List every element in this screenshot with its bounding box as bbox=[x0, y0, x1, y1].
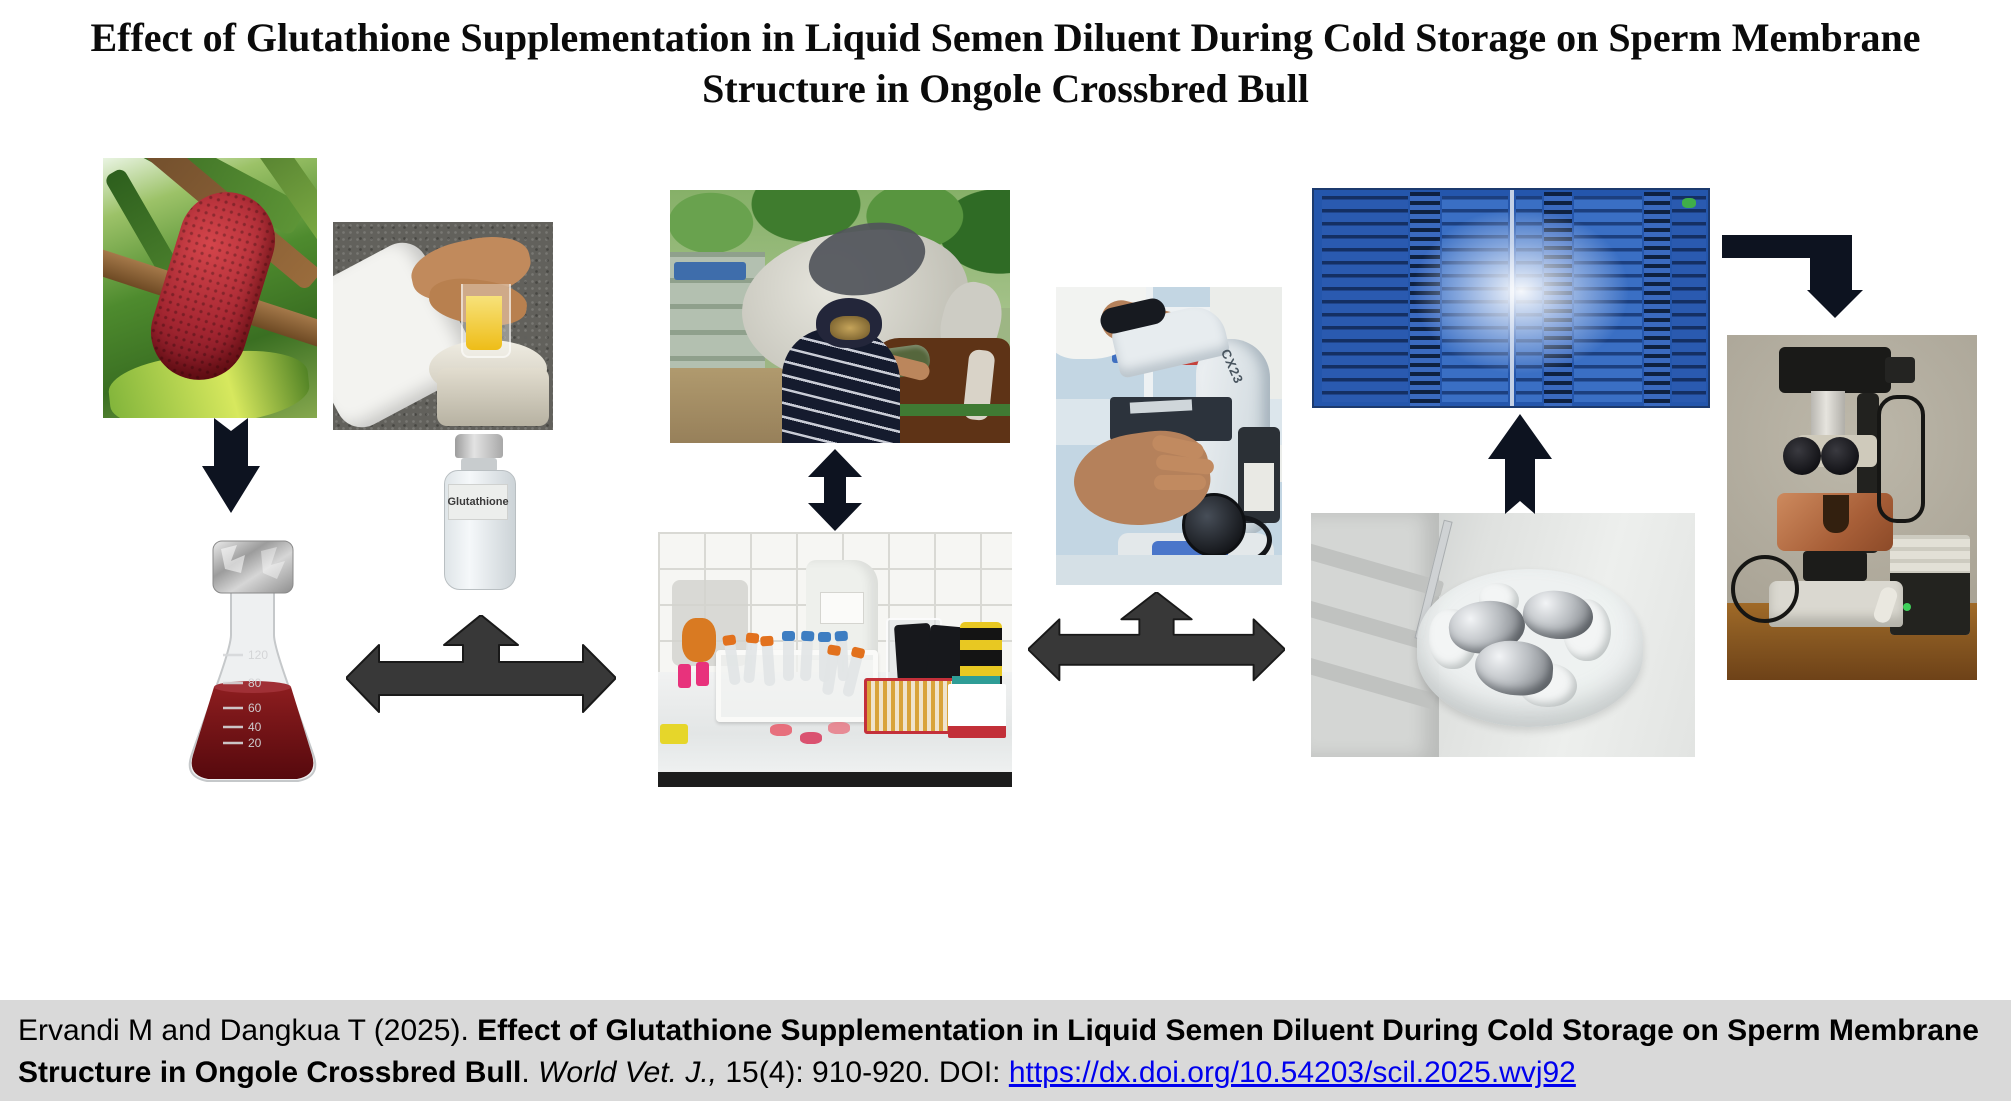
test-tube-rack bbox=[716, 630, 878, 722]
eyepiece bbox=[1783, 437, 1821, 475]
blue-cap bbox=[834, 630, 849, 642]
fluorescence-microscope-photo bbox=[1727, 335, 1977, 680]
diluent-flask-photo: 120 80 60 40 20 bbox=[165, 535, 340, 797]
test-tube bbox=[818, 632, 831, 682]
indicator-light bbox=[1903, 603, 1911, 611]
graduation-80: 80 bbox=[248, 676, 262, 690]
semen-collection-photo bbox=[670, 190, 1010, 443]
refrigerator-photo bbox=[1311, 513, 1695, 757]
citation-separator: . bbox=[521, 1056, 539, 1089]
orange-cap bbox=[850, 646, 866, 660]
condenser-assembly bbox=[1803, 551, 1867, 581]
graduation-ticks bbox=[223, 653, 243, 745]
page-title: Effect of Glutathione Supplementation in… bbox=[0, 12, 2011, 114]
test-tube bbox=[799, 630, 815, 682]
pack-label bbox=[1244, 463, 1274, 511]
vial-cap bbox=[455, 434, 503, 458]
cx23-microscope-photo: CX23 bbox=[1056, 287, 1282, 585]
graduation-40: 40 bbox=[248, 720, 262, 734]
orange-cap bbox=[722, 634, 737, 647]
sample-bag bbox=[828, 722, 850, 734]
lab-bench-photo bbox=[658, 532, 1012, 787]
test-tube bbox=[743, 632, 760, 684]
graduation-20: 20 bbox=[248, 736, 262, 750]
blue-truck bbox=[674, 262, 746, 280]
doi-link[interactable]: https://dx.doi.org/10.54203/scil.2025.wv… bbox=[1008, 1056, 1576, 1089]
citation-text: Ervandi M and Dangkua T (2025). Effect o… bbox=[0, 1000, 2011, 1094]
orange-cap bbox=[745, 632, 760, 644]
arrow-branch-left-up-right-icon bbox=[346, 615, 616, 713]
test-tube bbox=[782, 631, 795, 681]
pink-tube bbox=[678, 664, 691, 688]
ground bbox=[670, 368, 800, 443]
finger bbox=[1154, 475, 1206, 490]
graduation-120: 120 bbox=[248, 648, 268, 662]
orange-contents bbox=[682, 618, 716, 662]
citation-authors: Ervandi M and Dangkua T (2025). bbox=[18, 1014, 478, 1047]
stage-slot bbox=[1823, 495, 1849, 533]
orange-cap bbox=[826, 644, 842, 657]
yellow-block bbox=[660, 724, 688, 744]
vial-neck bbox=[461, 458, 497, 472]
citation-article-title: Effect of Glutathione Supplementation in… bbox=[18, 1014, 1979, 1089]
red-white-box bbox=[948, 684, 1006, 738]
orange-cap bbox=[760, 635, 774, 647]
camera-unit bbox=[1779, 347, 1891, 393]
bench-edge bbox=[658, 772, 1012, 787]
phototube bbox=[1811, 391, 1845, 439]
title-line-1: Effect of Glutathione Supplementation in… bbox=[90, 15, 1921, 60]
flash-glare bbox=[1314, 190, 1708, 406]
arrow-down-icon bbox=[202, 418, 260, 513]
flask-illustration: 120 80 60 40 20 bbox=[188, 540, 317, 782]
sample-bag bbox=[770, 724, 792, 736]
front-bench bbox=[1056, 555, 1282, 585]
sample-bag bbox=[800, 732, 822, 744]
pink-tube bbox=[696, 662, 709, 686]
red-fruit-photo bbox=[103, 158, 317, 418]
camera-cable bbox=[1877, 395, 1925, 523]
beaker bbox=[461, 284, 511, 358]
vial-label: Glutathione bbox=[447, 484, 509, 520]
arrow-up-icon bbox=[1488, 414, 1552, 514]
egg-yolk bbox=[466, 296, 502, 350]
scale-base bbox=[437, 368, 549, 426]
red-liquid bbox=[191, 687, 314, 779]
pipette-tip-box bbox=[864, 678, 956, 734]
citation-journal: World Vet. J., bbox=[538, 1056, 718, 1089]
jug-label bbox=[820, 592, 864, 624]
title-line-2: Structure in Ongole Crossbred Bull bbox=[702, 66, 1309, 111]
power-cable bbox=[1731, 555, 1799, 623]
citation-volume-pages: 15(4): 910-920. DOI: bbox=[717, 1056, 1009, 1089]
semen-straws-photo bbox=[1312, 188, 1710, 408]
eyepiece bbox=[1821, 437, 1859, 475]
arrow-branch-left-up-right-icon bbox=[1028, 592, 1285, 682]
arrow-elbow-right-down-icon bbox=[1722, 235, 1863, 318]
blue-cap bbox=[782, 631, 795, 641]
blue-cap bbox=[818, 632, 831, 642]
citation-bar: Ervandi M and Dangkua T (2025). Effect o… bbox=[0, 1000, 2011, 1101]
egg-yolk-weighing-photo bbox=[333, 222, 553, 430]
graduation-60: 60 bbox=[248, 701, 262, 715]
graduation-labels: 120 80 60 40 20 bbox=[248, 648, 268, 750]
cap-logo bbox=[830, 316, 870, 340]
glutathione-vial-photo: Glutathione bbox=[438, 432, 520, 592]
foil-glint bbox=[221, 545, 245, 573]
foil-glint bbox=[261, 547, 285, 579]
arrow-double-vertical-icon bbox=[808, 449, 862, 531]
blue-cap bbox=[800, 630, 815, 642]
green-speck bbox=[1682, 198, 1696, 208]
camera-lens bbox=[1885, 357, 1915, 383]
